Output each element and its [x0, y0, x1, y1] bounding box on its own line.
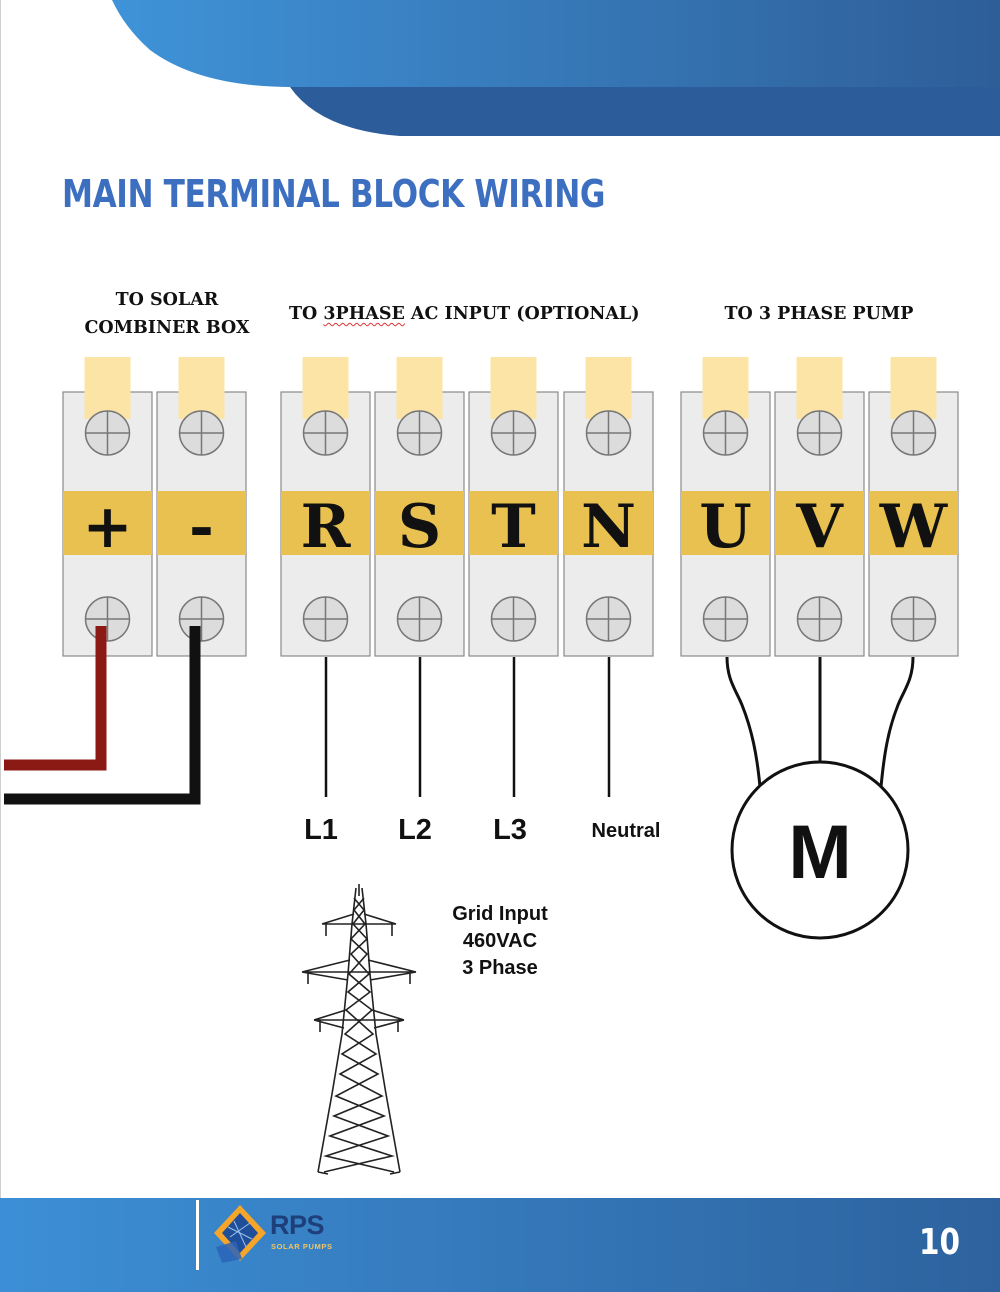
terminal-3-wire-tab — [302, 357, 349, 419]
terminal-6: N — [563, 357, 654, 657]
footer-divider — [196, 1200, 199, 1270]
negative-wire — [4, 626, 201, 805]
terminal-4-bottom-screw-icon — [396, 596, 443, 642]
terminal-2-bottom-screw-icon — [178, 596, 225, 642]
grid-input-label: Grid Input 460VAC 3 Phase — [452, 901, 548, 982]
terminal-3: R — [280, 357, 371, 657]
terminal-6-wire-tab — [585, 357, 632, 419]
rps-logo-icon — [214, 1205, 266, 1263]
label-ac-word2: 3PHASE — [323, 304, 405, 324]
terminal-1-top-screw-icon — [84, 410, 131, 456]
terminal-8: V — [774, 357, 865, 657]
transmission-tower-icon — [301, 884, 417, 1175]
terminal-7-bottom-screw-icon — [702, 596, 749, 642]
label-solar-combiner: TO SOLAR COMBINER BOX — [84, 286, 249, 342]
label-ac-rest: AC INPUT (OPTIONAL) — [410, 304, 640, 324]
terminal-3-band — [281, 491, 370, 555]
footer-banner — [0, 1198, 1000, 1292]
terminal-9-bottom-screw-icon — [890, 596, 937, 642]
header-band — [290, 87, 1000, 136]
motor-circle — [730, 760, 910, 940]
terminal-5-bottom-screw-icon — [490, 596, 537, 642]
terminal-8-label: V — [795, 492, 844, 562]
line-label-l2: L2 — [398, 814, 432, 846]
terminal-7: U — [680, 357, 771, 657]
terminal-5-label: T — [491, 492, 536, 562]
label-pump: TO 3 PHASE PUMP — [724, 304, 914, 324]
label-ac-input: TO 3PHASE AC INPUT (OPTIONAL) — [289, 300, 640, 328]
terminal-7-wire-tab — [702, 357, 749, 419]
terminal-9-band — [869, 491, 958, 555]
terminal-5-top-screw-icon — [490, 410, 537, 456]
terminal-9-wire-tab — [890, 357, 937, 419]
terminal-6-label: N — [581, 492, 636, 562]
terminal-2: - — [156, 357, 247, 657]
terminal-6-top-screw-icon — [585, 410, 632, 456]
terminal-4-top-screw-icon — [396, 410, 443, 456]
header-wave — [112, 0, 1000, 87]
terminal-3-bottom-screw-icon — [302, 596, 349, 642]
terminal-9: W — [868, 357, 959, 657]
label-solar-line2: COMBINER BOX — [84, 318, 250, 338]
terminal-1-label: + — [82, 492, 132, 562]
page-number: 10 — [918, 1222, 960, 1263]
terminal-7-top-screw-icon — [702, 410, 749, 456]
header-banner — [112, 0, 1000, 136]
label-ac-word1: TO — [289, 304, 318, 324]
logo-tagline: SOLAR PUMPS — [271, 1242, 333, 1251]
terminal-5-wire-tab — [490, 357, 537, 419]
dc-wires — [4, 626, 201, 805]
line-label-l1: L1 — [304, 814, 338, 846]
terminal-3-label: R — [301, 492, 352, 562]
terminal-2-top-screw-icon — [178, 410, 225, 456]
page-edge — [0, 0, 1, 1292]
terminal-5: T — [468, 357, 559, 657]
grid-input-line3: 3 Phase — [462, 957, 538, 979]
motor-wires — [725, 656, 915, 788]
terminal-4: S — [374, 357, 465, 657]
terminal-2-band — [157, 491, 246, 555]
terminal-8-top-screw-icon — [796, 410, 843, 456]
wire-w — [879, 656, 915, 788]
terminal-6-bottom-screw-icon — [585, 596, 632, 642]
grid-input-line1: Grid Input — [452, 903, 548, 925]
terminal-9-label: W — [879, 492, 949, 562]
terminal-8-bottom-screw-icon — [796, 596, 843, 642]
line-label-neutral: Neutral — [591, 820, 661, 842]
terminal-3-top-screw-icon — [302, 410, 349, 456]
terminal-6-band — [564, 491, 653, 555]
terminal-8-band — [775, 491, 864, 555]
wire-u — [725, 656, 762, 788]
grid-input-line2: 460VAC — [462, 930, 538, 952]
line-label-l3: L3 — [493, 814, 527, 846]
terminal-4-label: S — [398, 492, 441, 562]
terminal-9-top-screw-icon — [890, 410, 937, 456]
motor-label: M — [788, 810, 851, 895]
terminal-1: + — [62, 357, 153, 657]
ac-wires — [324, 657, 611, 797]
terminal-1-band — [63, 491, 152, 555]
terminal-1-wire-tab — [84, 357, 131, 419]
label-solar-line1: TO SOLAR — [115, 290, 219, 310]
terminal-4-band — [375, 491, 464, 555]
terminal-7-label: U — [699, 492, 751, 562]
positive-wire — [4, 626, 107, 771]
terminal-4-wire-tab — [396, 357, 443, 419]
page-title: MAIN TERMINAL BLOCK WIRING — [62, 172, 606, 216]
terminal-5-band — [469, 491, 558, 555]
terminal-7-band — [681, 491, 770, 555]
terminal-2-label: - — [189, 492, 214, 562]
terminal-2-wire-tab — [178, 357, 225, 419]
logo-text: RPS — [270, 1210, 325, 1240]
terminal-8-wire-tab — [796, 357, 843, 419]
terminal-1-bottom-screw-icon — [84, 596, 131, 642]
